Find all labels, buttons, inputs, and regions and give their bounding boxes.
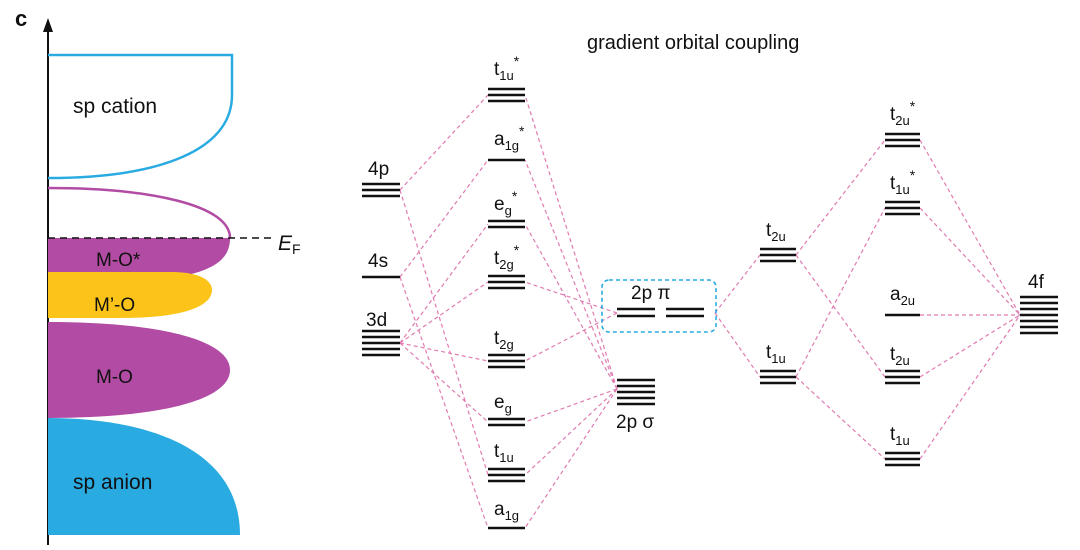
label-f-t1u-star: t1u* — [890, 167, 916, 197]
level-f-t2u — [885, 369, 920, 385]
coupling-sigma-eg-star — [524, 223, 618, 390]
coupling-mid-t2u-f-t2u-star — [795, 139, 886, 256]
coupling-mid-t2u-f-t2u — [795, 254, 886, 378]
label-f-a2u: a2u — [890, 284, 915, 308]
level-mid-t2u — [760, 247, 796, 263]
label-oct-a1g: a1g — [494, 499, 519, 523]
f-mos — [885, 132, 920, 467]
dos-panel: c sp cation EF M-O* M’-O M-O sp anion — [15, 6, 301, 545]
label-oct-t1u: t1u — [494, 441, 514, 465]
level-mid-t1u — [760, 369, 796, 385]
coupling-pi-t2g-star — [524, 281, 618, 314]
level-oct-t1u-star — [488, 87, 525, 103]
fermi-level-label: EF — [278, 232, 301, 257]
coupling-4p-t1u-star — [399, 94, 489, 191]
label-f-t1u: t1u — [890, 424, 910, 448]
coupling-3d-t2g — [399, 342, 489, 362]
middle-mos — [760, 247, 796, 385]
level-3d — [362, 329, 400, 357]
oxygen-orbitals — [617, 307, 704, 406]
coupling-3d-t2g-star — [399, 281, 489, 344]
sp-cation-label: sp cation — [73, 95, 157, 118]
coupling-pi-mid-t2u — [714, 254, 761, 314]
coupling-sigma-t1u — [524, 388, 618, 476]
coupling-mid-t1u-f-t1u — [795, 376, 886, 460]
mo-label: M-O — [96, 367, 133, 388]
sp-anion-band — [48, 418, 240, 535]
label-oct-a1g-star: a1g* — [494, 123, 525, 153]
label-mid-t1u: t1u — [766, 342, 786, 366]
label-4p: 4p — [368, 159, 389, 180]
metal-atomic-orbitals — [362, 182, 400, 357]
level-f-t1u — [885, 451, 920, 467]
coupling-sigma-a1g-star — [524, 159, 618, 390]
mprime-o-band — [48, 272, 212, 318]
mprime-o-label: M’-O — [94, 295, 135, 316]
level-4p — [362, 182, 400, 198]
level-oct-t2g-star — [488, 274, 525, 290]
mo-band — [48, 322, 230, 418]
level-f-t1u-star — [885, 200, 920, 216]
coupling-sigma-eg — [524, 388, 618, 423]
coupling-sigma-a1g — [524, 388, 618, 529]
label-f-t2u-star: t2u* — [890, 98, 916, 128]
coupling-4f-t1u-star — [919, 207, 1021, 316]
diagram-title: gradient orbital coupling — [587, 32, 799, 54]
level-oct-eg — [488, 417, 525, 427]
level-f-t2u-star — [885, 132, 920, 148]
energy-axis-arrowhead — [43, 18, 53, 32]
panel-label: c — [15, 6, 27, 31]
coupling-mid-t1u-f-t1u-star — [795, 207, 886, 378]
coupling-4s-a1g — [399, 276, 489, 529]
label-4f: 4f — [1028, 272, 1045, 293]
label-4s: 4s — [368, 251, 388, 272]
level-oct-t1u — [488, 467, 525, 483]
label-oct-eg-star: eg* — [494, 188, 518, 218]
octahedral-mos — [488, 87, 525, 530]
coupling-sigma-t1u-star — [524, 94, 618, 390]
coupling-pi-mid-t1u — [714, 312, 761, 378]
coupling-3d-eg — [399, 342, 489, 423]
label-oct-t2g-star: t2g* — [494, 242, 520, 272]
oxygen-pi-box — [601, 279, 717, 333]
coupling-4f-t2u — [919, 314, 1021, 378]
coupling-4f-t2u-star — [919, 139, 1021, 316]
level-oct-eg-star — [488, 219, 525, 229]
mo-star-band-empty — [47, 186, 232, 239]
label-f-t2u: t2u — [890, 344, 910, 368]
coupling-lines — [399, 94, 1021, 529]
label-oct-eg: eg — [494, 392, 512, 416]
label-2p-pi: 2p π — [631, 283, 671, 304]
label-3d: 3d — [366, 310, 387, 331]
coupling-4p-t1u — [399, 189, 489, 476]
level-2p-sigma — [617, 378, 655, 406]
coupling-4f-t1u — [919, 314, 1021, 460]
coupling-4s-a1g-star — [399, 159, 489, 278]
level-4f — [1020, 295, 1058, 335]
sp-cation-band — [47, 53, 234, 180]
label-oct-t1u-star: t1u* — [494, 53, 520, 83]
label-oct-t2g: t2g — [494, 328, 514, 352]
sp-anion-label: sp anion — [73, 471, 152, 494]
level-oct-t2g — [488, 353, 525, 369]
label-2p-sigma: 2p σ — [616, 412, 654, 433]
mo-star-label: M-O* — [96, 250, 141, 271]
level-2p-pi-right — [666, 307, 704, 318]
level-2p-pi-left — [617, 307, 655, 318]
label-mid-t2u: t2u — [766, 220, 786, 244]
coupling-3d-eg-star — [399, 223, 489, 344]
